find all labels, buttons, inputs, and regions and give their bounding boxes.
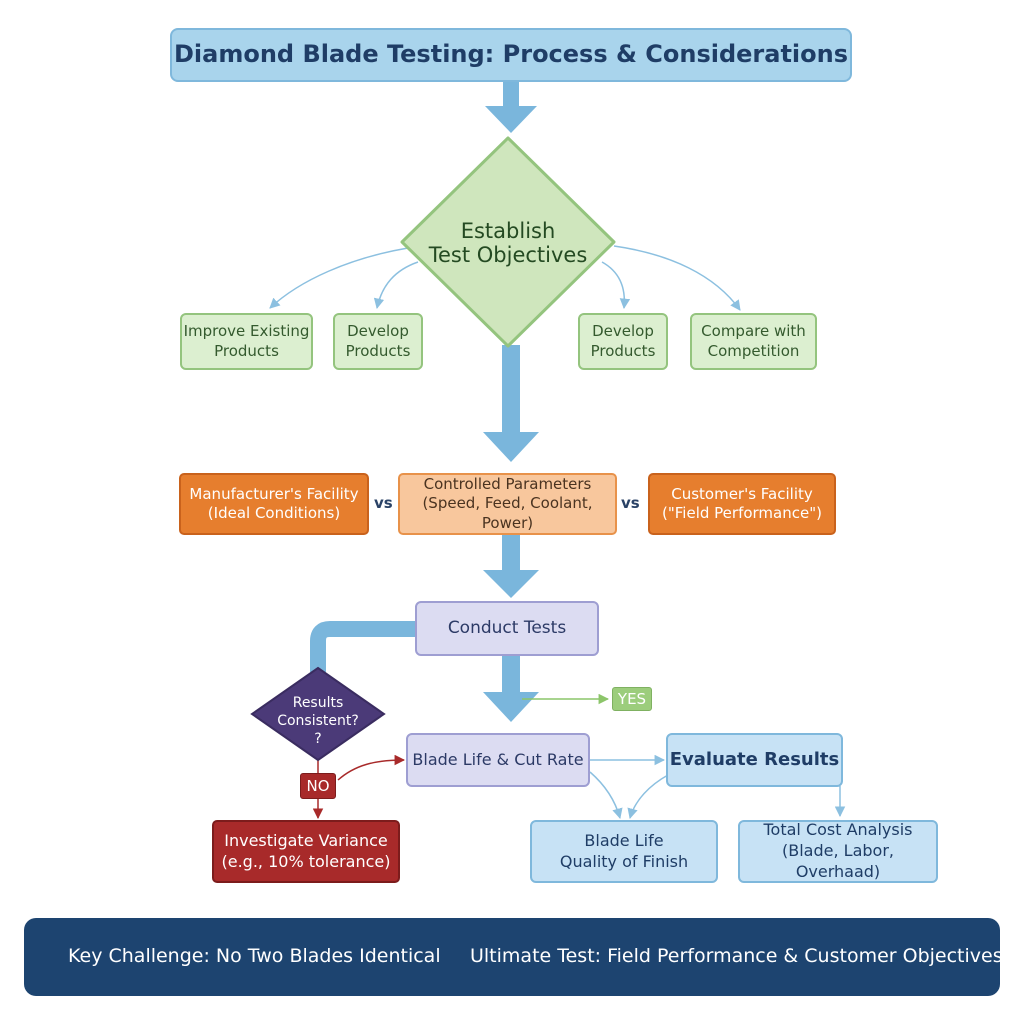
- option-improve-existing: Improve Existing Products: [180, 313, 313, 370]
- arrow-title-to-objective: [485, 82, 537, 133]
- option-line-1: Improve Existing: [183, 322, 310, 340]
- evaluate-results-label: Evaluate Results: [669, 749, 840, 771]
- vs-label-right: vs: [621, 494, 640, 512]
- conduct-tests-box: Conduct Tests: [415, 601, 599, 656]
- blade-life-quality-box: Blade Life Quality of Finish: [530, 820, 718, 883]
- option-develop-1: Develop Products: [333, 313, 423, 370]
- controlled-parameters-box: Controlled Parameters (Speed, Feed, Cool…: [398, 473, 617, 535]
- option-line-2: Products: [590, 341, 656, 360]
- page-title-text: Diamond Blade Testing: Process & Conside…: [173, 40, 849, 69]
- option-line-1: Develop: [592, 322, 654, 340]
- investigate-line-2: (e.g., 10% tolerance): [221, 851, 391, 871]
- no-tag-text: NO: [306, 777, 330, 795]
- yes-tag: YES: [612, 687, 652, 711]
- no-tag: NO: [300, 773, 336, 799]
- arrow-objective-to-settings: [483, 345, 539, 462]
- decision-line-2: Consistent?: [277, 712, 359, 729]
- decision-line-1: Results: [292, 694, 344, 711]
- option-line-1: Compare with: [701, 322, 806, 340]
- option-compare-competition: Compare with Competition: [690, 313, 817, 370]
- link-evaluate-to-quality: [627, 774, 669, 820]
- option-line-1: Develop: [347, 322, 409, 340]
- objective-label: Establish Test Objectives: [418, 208, 598, 278]
- objective-diamond: [400, 136, 616, 348]
- quality-line-1: Blade Life: [584, 830, 664, 850]
- controlled-line-1: Controlled Parameters: [423, 474, 592, 493]
- yes-tag-text: YES: [617, 690, 647, 708]
- conduct-tests-label: Conduct Tests: [447, 618, 567, 639]
- link-blade-life-to-quality: [589, 771, 623, 820]
- link-objective-to-option-4: [613, 245, 741, 311]
- total-cost-line-1: Total Cost Analysis: [763, 820, 913, 840]
- objective-line-1: Establish: [460, 219, 556, 243]
- link-objective-to-option-2: [373, 261, 419, 310]
- customer-facility-box: Customer's Facility ("Field Performance"…: [648, 473, 836, 535]
- footer-ultimate-test: Ultimate Test: Field Performance & Custo…: [470, 945, 1003, 967]
- manufacturer-line-1: Manufacturer's Facility: [189, 484, 359, 503]
- page-title: Diamond Blade Testing: Process & Conside…: [170, 28, 852, 82]
- controlled-line-2: (Speed, Feed, Coolant, Power): [422, 494, 593, 532]
- customer-line-1: Customer's Facility: [671, 484, 813, 503]
- link-objective-to-option-1: [269, 247, 409, 309]
- option-line-2: Products: [214, 341, 279, 360]
- link-no-to-blade-life: [337, 754, 406, 781]
- arrow-settings-to-conduct: [483, 535, 539, 598]
- link-objective-to-option-3: [601, 261, 631, 310]
- manufacturer-facility-box: Manufacturer's Facility (Ideal Condition…: [179, 473, 369, 535]
- blade-life-cut-rate-label: Blade Life & Cut Rate: [412, 749, 584, 769]
- option-line-2: Competition: [707, 341, 800, 360]
- decision-label: Results Consistent? ?: [262, 690, 374, 752]
- footer-banner: Key Challenge: No Two Blades Identical U…: [24, 918, 1003, 996]
- arrow-conduct-to-blade-life: [483, 655, 539, 722]
- quality-line-2: Quality of Finish: [559, 851, 689, 871]
- evaluate-results-box: Evaluate Results: [666, 733, 843, 787]
- customer-line-2: ("Field Performance"): [662, 504, 822, 522]
- footer-key-challenge: Key Challenge: No Two Blades Identical: [68, 945, 441, 967]
- decision-diamond: [250, 666, 386, 762]
- option-develop-2: Develop Products: [578, 313, 668, 370]
- vs-label-left: vs: [374, 494, 393, 512]
- manufacturer-line-2: (Ideal Conditions): [207, 504, 341, 522]
- decision-line-3: ?: [314, 731, 322, 748]
- total-cost-analysis-box: Total Cost Analysis (Blade, Labor, Overh…: [738, 820, 938, 883]
- connector-conduct-to-decision: [310, 621, 416, 672]
- total-cost-line-2: (Blade, Labor, Overhaad): [782, 841, 894, 881]
- investigate-variance-box: Investigate Variance (e.g., 10% toleranc…: [212, 820, 400, 883]
- investigate-line-1: Investigate Variance: [224, 830, 388, 850]
- objective-line-2: Test Objectives: [428, 243, 588, 267]
- option-line-2: Products: [345, 341, 411, 360]
- blade-life-cut-rate-box: Blade Life & Cut Rate: [406, 733, 590, 787]
